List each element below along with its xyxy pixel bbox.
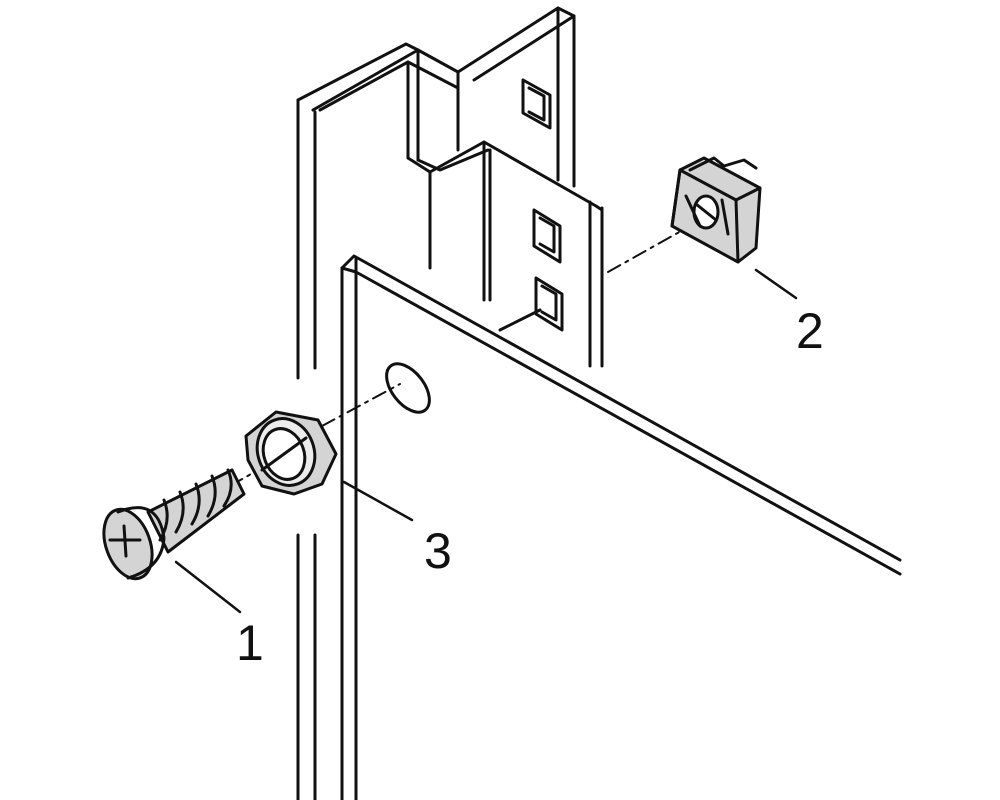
front-panel [340,254,902,800]
washer [244,410,338,496]
cage-nut [670,156,762,264]
callout-screw: 1 [236,615,264,671]
callout-washer: 3 [424,523,452,579]
rack-profile [296,6,604,800]
screw [102,468,246,581]
leader-lines [174,268,798,614]
callout-cage-nut: 2 [796,303,824,359]
